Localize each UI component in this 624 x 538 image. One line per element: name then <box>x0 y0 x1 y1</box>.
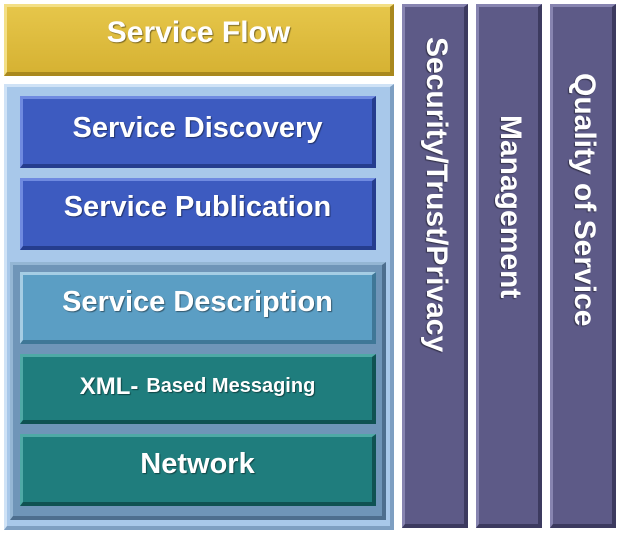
management-column: Management <box>476 4 542 528</box>
service-description-label: Service Description <box>62 286 333 318</box>
xml-messaging-suffix: Based Messaging <box>146 375 316 397</box>
service-flow-label: Service Flow <box>106 15 291 49</box>
security-trust-privacy-label: Security/Trust/Privacy <box>419 37 453 353</box>
xml-messaging-box: XML- Based Messaging <box>20 354 376 424</box>
network-box: Network <box>20 434 376 506</box>
service-flow-bar: Service Flow <box>4 4 394 76</box>
service-publication-label: Service Publication <box>63 191 332 223</box>
management-label: Management <box>493 115 527 299</box>
service-description-box: Service Description <box>20 272 376 344</box>
quality-of-service-column: Quality of Service <box>550 4 616 528</box>
quality-of-service-label: Quality of Service <box>567 73 601 327</box>
network-label: Network <box>140 448 255 480</box>
security-trust-privacy-column: Security/Trust/Privacy <box>402 4 468 528</box>
service-discovery-label: Service Discovery <box>72 112 323 144</box>
xml-messaging-prefix: XML- <box>79 372 139 400</box>
service-publication-box: Service Publication <box>20 178 376 250</box>
service-discovery-box: Service Discovery <box>20 96 376 168</box>
